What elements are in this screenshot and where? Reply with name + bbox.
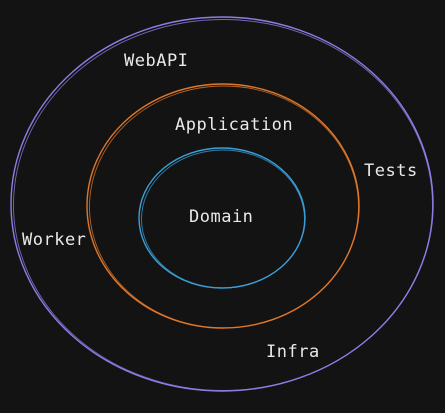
label-tests: Tests bbox=[364, 161, 418, 181]
label-worker: Worker bbox=[22, 230, 86, 250]
inner-ring bbox=[138, 147, 306, 289]
middle-ring-stroke-2 bbox=[89, 85, 359, 329]
label-domain: Domain bbox=[189, 207, 253, 227]
label-infra: Infra bbox=[266, 342, 320, 362]
outer-ring-stroke-1 bbox=[10, 16, 434, 392]
inner-ring-stroke-2 bbox=[141, 149, 305, 289]
middle-ring bbox=[86, 83, 360, 329]
label-application: Application bbox=[175, 115, 293, 135]
outer-ring bbox=[10, 16, 434, 392]
outer-ring-stroke-2 bbox=[13, 19, 433, 391]
label-webapi: WebAPI bbox=[124, 51, 188, 71]
